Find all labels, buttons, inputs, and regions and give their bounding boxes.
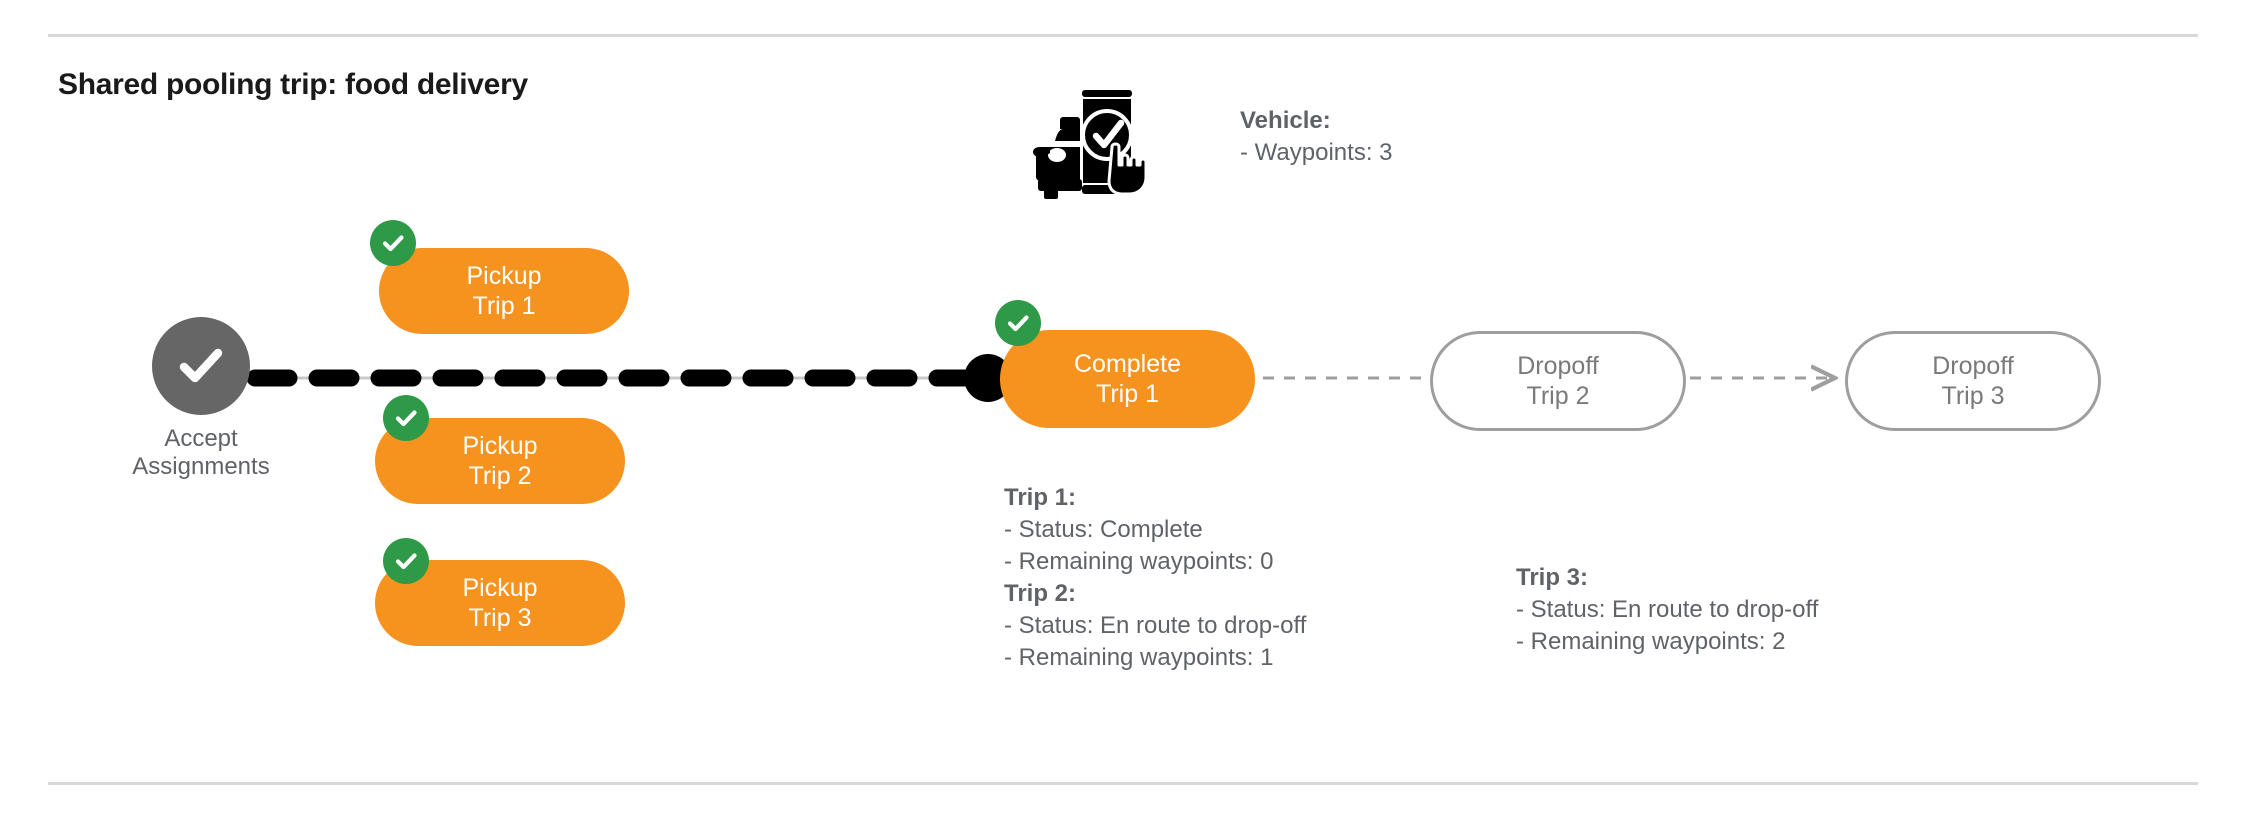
trip-2-status: - Status: En route to drop-off: [1004, 611, 1307, 639]
node-complete-trip-1[interactable]: Complete Trip 1: [1000, 330, 1255, 428]
divider-top: [48, 34, 2198, 37]
check-badge-icon-pickup-2: [383, 395, 429, 441]
check-icon: [382, 235, 404, 252]
check-icon: [1007, 315, 1029, 332]
accept-assignments-node[interactable]: Accept Assignments: [132, 317, 270, 480]
accept-assignments-label: Accept Assignments: [100, 425, 302, 482]
accept-label-line1: Accept: [164, 425, 238, 452]
page-title: Shared pooling trip: food delivery: [58, 68, 528, 101]
pickup-2-line1: Pickup: [462, 432, 538, 460]
trip-3-waypoints: - Remaining waypoints: 2: [1516, 627, 1786, 655]
complete-1-line2: Trip 1: [1096, 380, 1159, 408]
node-pickup-trip-2[interactable]: Pickup Trip 2: [375, 418, 625, 504]
trip-info-block-left: Trip 1: - Status: Complete - Remaining w…: [1004, 482, 1306, 673]
trip-2-waypoints: - Remaining waypoints: 1: [1004, 643, 1274, 671]
pickup-2-line2: Trip 2: [468, 462, 532, 490]
pickup-1-line1: Pickup: [466, 262, 542, 290]
trip-3-status: - Status: En route to drop-off: [1516, 595, 1819, 623]
complete-1-line1: Complete: [1074, 350, 1181, 378]
trip-info-block-right: Trip 3: - Status: En route to drop-off -…: [1516, 562, 1818, 658]
accept-label-line2: Assignments: [132, 453, 270, 481]
dropoff-3-line2: Trip 3: [1941, 382, 2005, 410]
node-pickup-trip-1[interactable]: Pickup Trip 1: [379, 248, 629, 334]
vehicle-info-header: Vehicle:: [1240, 107, 1331, 134]
trip-1-status: - Status: Complete: [1004, 515, 1203, 543]
accept-assignments-circle: [152, 317, 250, 415]
dropoff-3-line1: Dropoff: [1932, 352, 2014, 380]
vehicle-waypoints-line: - Waypoints: 3: [1240, 139, 1393, 167]
check-badge-icon-pickup-3: [383, 538, 429, 584]
trip-1-waypoints: - Remaining waypoints: 0: [1004, 547, 1274, 575]
check-icon: [395, 553, 417, 570]
pickup-1-line2: Trip 1: [472, 292, 536, 320]
dropoff-2-line2: Trip 2: [1526, 382, 1590, 410]
check-badge-icon-pickup-1: [370, 220, 416, 266]
vehicle-info-block: Vehicle: - Waypoints: 3: [1240, 105, 1393, 170]
trip-3-header: Trip 3:: [1516, 564, 1589, 591]
check-icon: [395, 410, 417, 427]
pickup-3-line2: Trip 3: [468, 604, 532, 632]
divider-bottom: [48, 782, 2198, 785]
dropoff-2-line1: Dropoff: [1517, 352, 1599, 380]
node-dropoff-trip-2[interactable]: Dropoff Trip 2: [1430, 331, 1686, 431]
check-badge-icon-complete-1: [995, 300, 1041, 346]
check-icon: [179, 348, 223, 383]
pickup-3-line1: Pickup: [462, 574, 538, 602]
node-dropoff-trip-3[interactable]: Dropoff Trip 3: [1845, 331, 2101, 431]
trip-2-header: Trip 2:: [1004, 579, 1077, 607]
vehicle-phone-check-icon: [1030, 85, 1150, 200]
trip-1-header: Trip 1:: [1004, 484, 1077, 511]
